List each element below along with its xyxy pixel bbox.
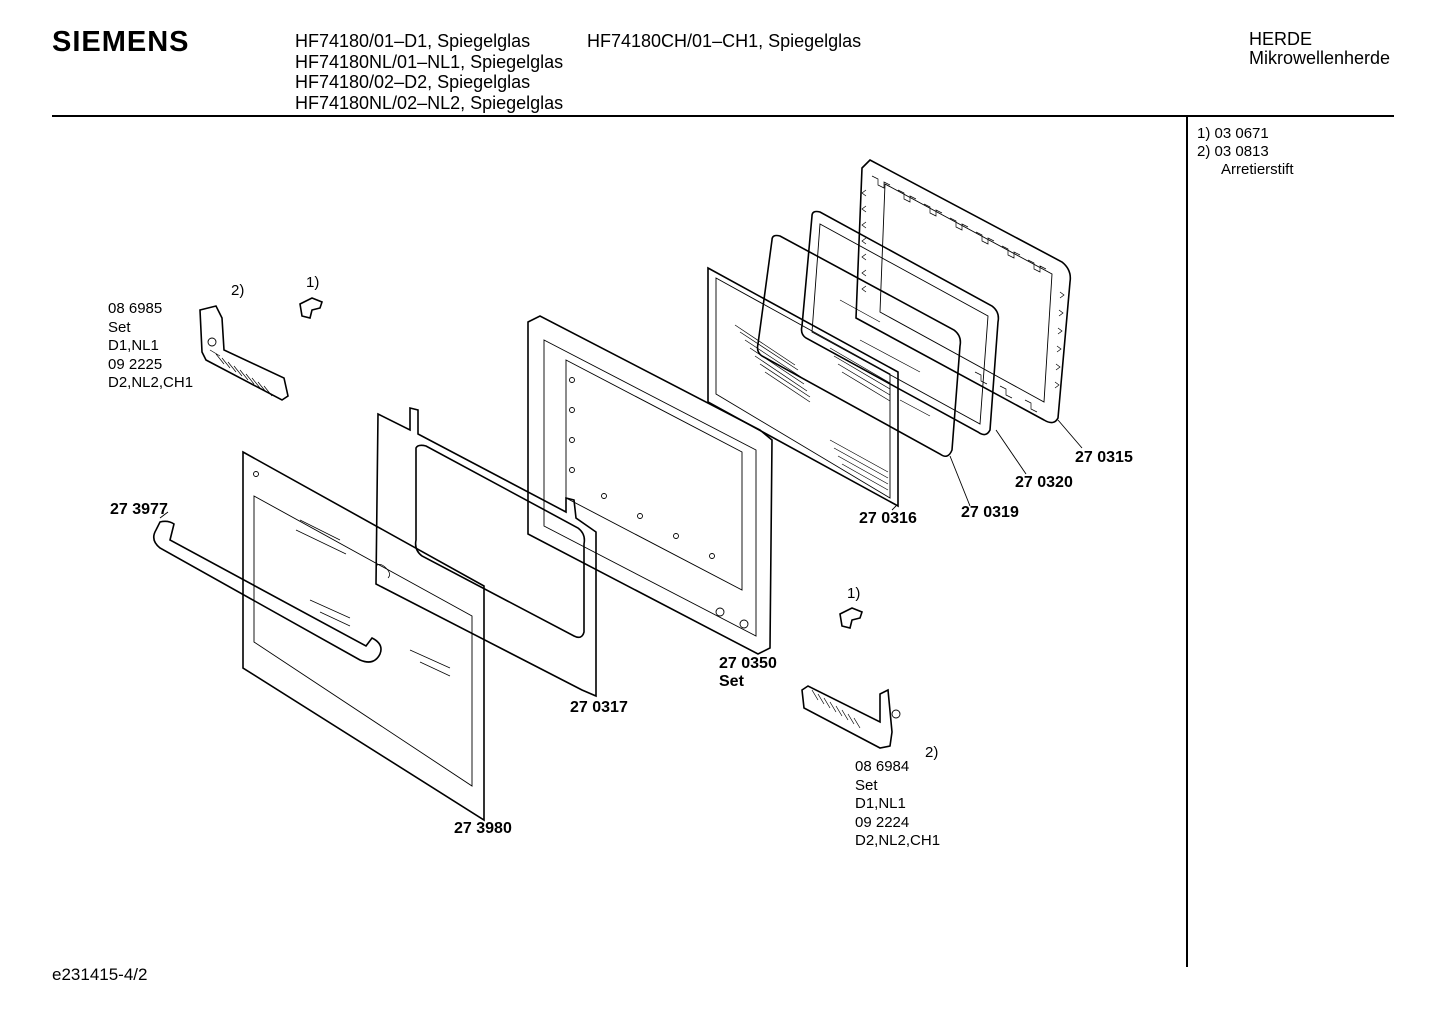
category-block: HERDE Mikrowellenherde [1249, 30, 1390, 68]
screen-panel-part [707, 266, 899, 508]
leader-273977 [159, 511, 169, 519]
document-id: e231415-4/2 [52, 965, 148, 984]
front-glass-part [242, 450, 485, 822]
note-row: 1) 03 0671 [1197, 125, 1294, 143]
handle-part-number: 27 3977 [110, 501, 168, 518]
inner-frame-part-number: 27 0317 [570, 699, 628, 716]
choke-frame-part-number: 27 0315 [1075, 449, 1133, 466]
pin-top-part [299, 297, 323, 319]
pin-bottom-part [839, 607, 863, 629]
model-list-primary: HF74180/01–D1, Spiegelglas HF74180NL/01–… [295, 31, 563, 113]
leader-270315 [1057, 419, 1083, 449]
label-line: 08 6984 [855, 758, 910, 775]
screen-panel-part-number: 27 0316 [859, 510, 917, 527]
pin-bottom-marker: 1) [847, 585, 861, 602]
label-line: 27 0350 [719, 655, 777, 672]
label-line: D2,NL2,CH1 [855, 832, 941, 849]
model-line: HF74180CH/01–CH1, Spiegelglas [587, 31, 862, 51]
label-line: D1,NL1 [855, 795, 906, 812]
note-text: 03 0671 [1214, 125, 1269, 142]
header-divider [52, 115, 1394, 117]
model-line: HF74180/01–D1, Spiegelglas [295, 31, 531, 51]
seal-part [800, 210, 1000, 436]
model-line: HF74180NL/01–NL1, Spiegelglas [295, 51, 564, 72]
notes-legend: 1) 03 0671 2) 03 0813 Arretierstift [1197, 125, 1294, 179]
label-line: 09 2225 [108, 355, 163, 373]
door-frame-part-number: 27 0350 Set [719, 655, 777, 691]
door-frame-part [527, 315, 773, 655]
inner-frame-part [375, 406, 597, 698]
glass-pane-part [756, 234, 962, 458]
leader-270319 [949, 455, 971, 507]
leader-270316 [891, 505, 897, 511]
brand-logo: SIEMENS [52, 26, 190, 58]
category-main: HERDE [1249, 29, 1313, 49]
label-line: Set [719, 673, 744, 690]
label-line: 08 6985 [108, 300, 163, 317]
hinge-left-label: 08 6985 Set D1,NL1 09 2225 D2,NL2,CH1 [108, 300, 193, 393]
choke-frame-part [855, 159, 1072, 424]
pin-top-marker: 1) [306, 274, 320, 291]
label-line: 09 2224 [855, 813, 910, 831]
hinge-right-part [801, 685, 901, 749]
model-line: HF74180/02–D2, Spiegelglas [295, 72, 531, 92]
hinge-right-marker: 2) [925, 744, 939, 761]
notes-divider [1186, 117, 1188, 967]
model-list-secondary: HF74180CH/01–CH1, Spiegelglas [587, 31, 861, 52]
hinge-right-label: 08 6984 Set D1,NL1 09 2224 D2,NL2,CH1 [855, 758, 940, 851]
seal-part-number: 27 0320 [1015, 474, 1073, 491]
note-row: 2) 03 0813 [1197, 143, 1294, 161]
note-text: 03 0813 [1214, 143, 1269, 160]
note-text: Arretierstift [1221, 161, 1294, 178]
label-line: D1,NL1 [108, 337, 159, 354]
label-line: Set [108, 318, 131, 336]
note-marker: 1) [1197, 125, 1211, 142]
label-line: D2,NL2,CH1 [108, 374, 194, 391]
leader-270320 [995, 429, 1027, 475]
hinge-left-marker: 2) [231, 282, 245, 299]
model-line: HF74180NL/02–NL2, Spiegelglas [295, 92, 564, 113]
front-glass-part-number: 27 3980 [454, 820, 512, 837]
category-sub: Mikrowellenherde [1249, 48, 1391, 68]
note-marker: 2) [1197, 143, 1211, 160]
handle-part [152, 520, 382, 663]
glass-pane-part-number: 27 0319 [961, 504, 1019, 521]
note-row: Arretierstift [1197, 161, 1294, 179]
hinge-left-part [199, 305, 289, 401]
label-line: Set [855, 776, 878, 794]
